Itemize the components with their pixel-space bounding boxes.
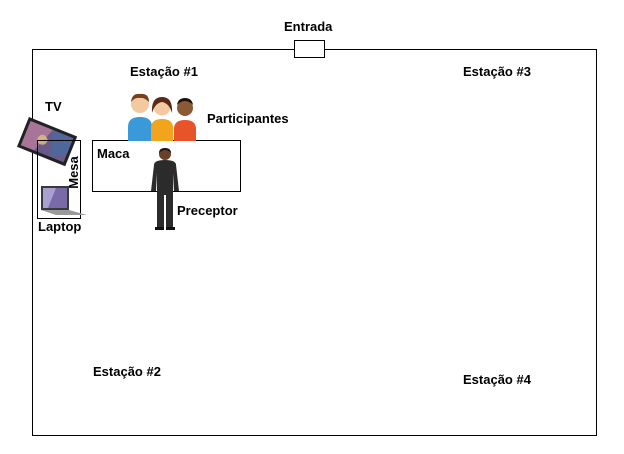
laptop-label: Laptop: [38, 219, 82, 234]
tv-label: TV: [45, 99, 62, 114]
entrance-door: [294, 40, 325, 58]
station-3-label: Estação #3: [463, 64, 531, 79]
tv-icon: [16, 117, 78, 167]
desk: [37, 140, 81, 219]
participants-icon: [128, 93, 196, 141]
participants-label: Participantes: [207, 111, 289, 126]
station-4-label: Estação #4: [463, 372, 531, 387]
station-1-label: Estação #1: [130, 64, 198, 79]
preceptor-label: Preceptor: [177, 203, 238, 218]
stretcher-label: Maca: [97, 146, 130, 161]
entrance-label: Entrada: [284, 19, 333, 34]
station-2-label: Estação #2: [93, 364, 161, 379]
preceptor-icon: [151, 148, 179, 230]
laptop-icon: [41, 186, 87, 215]
